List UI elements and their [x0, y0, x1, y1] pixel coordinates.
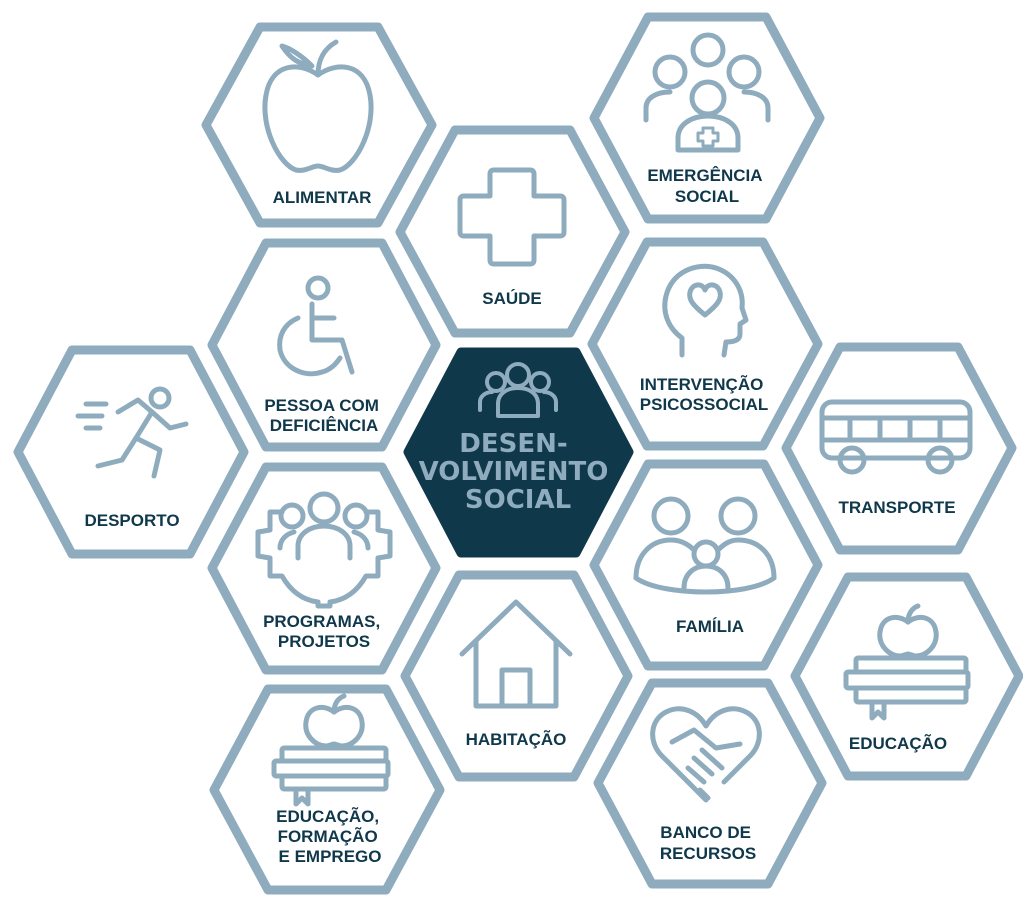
center-label-line: DESEN- — [459, 429, 567, 459]
hex-label-line: EDUCAÇÃO — [849, 733, 947, 753]
hex-transporte: TRANSPORTE — [781, 342, 1017, 555]
wheelchair-icon — [277, 275, 355, 377]
people-medical-icon — [643, 32, 771, 153]
hex-label-line: PROGRAMAS, — [263, 612, 380, 631]
group-icon — [478, 362, 558, 418]
hex-label-line: SAÚDE — [482, 289, 542, 308]
svg-text:BANCO DE RECURSOS: BANCO DE RECURSOS — [660, 823, 756, 863]
hex-label-line: SOCIAL — [675, 187, 739, 206]
hex-intervencao-psicossocial: INTERVENÇÃO PSICOSSOCIAL — [587, 237, 823, 451]
hex-pessoa-com-deficiencia: PESSOA COM DEFICIÊNCIA — [207, 238, 441, 452]
apple-icon — [262, 39, 374, 173]
center-label-line: SOCIAL — [465, 485, 571, 515]
hex-center-desenvolvimento-social: DESEN- VOLVIMENTO SOCIAL — [403, 347, 634, 558]
hex-outline — [587, 237, 823, 451]
hex-habitacao: HABITAÇÃO — [400, 570, 633, 782]
center-label-line: VOLVIMENTO — [419, 457, 609, 487]
hex-outline — [201, 22, 437, 228]
hex-label-line: DESPORTO — [84, 511, 179, 530]
hex-outline — [207, 238, 441, 452]
hex-alimentar: ALIMENTAR — [201, 22, 437, 228]
hex-label-line: RECURSOS — [660, 844, 756, 863]
hex-label-line: BANCO DE — [660, 823, 751, 842]
svg-text:ALIMENTAR: ALIMENTAR — [273, 188, 372, 207]
family-icon — [633, 496, 777, 595]
heart-handshake-icon — [650, 706, 762, 803]
books-apple-icon — [843, 603, 971, 721]
house-icon — [459, 599, 573, 709]
hex-outline — [781, 342, 1017, 555]
hex-label-line: TRANSPORTE — [838, 498, 955, 517]
svg-text:EDUCAÇÃO: EDUCAÇÃO — [849, 733, 947, 753]
hex-programas-projetos: PROGRAMAS, PROJETOS — [207, 462, 441, 675]
hex-outline — [400, 570, 633, 782]
hex-banco-de-recursos: BANCO DE RECURSOS — [593, 678, 827, 889]
svg-text:DESPORTO: DESPORTO — [84, 511, 179, 530]
hex-label-line: EMERGÊNCIA — [647, 166, 762, 185]
svg-text:EDUCAÇÃO, FORMAÇÃO: EDUCAÇÃO, FORMAÇÃO E EMPREGO — [276, 806, 384, 866]
hex-label-line: E EMPREGO — [279, 847, 382, 866]
runner-icon — [75, 386, 189, 479]
bus-icon — [819, 399, 973, 475]
svg-text:PROGRAMAS, PROJETOS: PROGRAMAS, PROJETOS — [263, 612, 385, 651]
hex-label-line: INTERVENÇÃO — [640, 374, 763, 394]
svg-text:TRANSPORTE: TRANSPORTE — [838, 498, 955, 517]
hex-emergencia-social: EMERGÊNCIA SOCIAL — [589, 12, 825, 224]
hex-educacao-formacao-emprego: EDUCAÇÃO, FORMAÇÃO E EMPREGO — [209, 684, 445, 895]
hex-outline — [395, 125, 630, 338]
hex-label-line: ALIMENTAR — [273, 188, 372, 207]
hex-outline — [790, 572, 1023, 781]
hex-desporto: DESPORTO — [13, 345, 249, 559]
hex-label-line: PROJETOS — [278, 632, 370, 651]
gear-people-icon — [255, 491, 393, 609]
hex-saude: SAÚDE — [395, 125, 630, 338]
svg-text:FAMÍLIA: FAMÍLIA — [676, 617, 744, 636]
hex-label-line: HABITAÇÃO — [466, 729, 567, 749]
svg-text:EMERGÊNCIA SOCIAL: EMERGÊNCIA SOCIAL — [647, 166, 766, 206]
svg-text:SAÚDE: SAÚDE — [482, 289, 542, 308]
hex-label-line: PSICOSSOCIAL — [640, 395, 768, 414]
svg-text:HABITAÇÃO: HABITAÇÃO — [466, 729, 567, 749]
hex-label-line: PESSOA COM — [264, 396, 379, 415]
hex-familia: FAMÍLIA — [589, 459, 823, 671]
hex-label-line: FAMÍLIA — [676, 617, 744, 636]
svg-text:DESEN- VOLVIMENTO: DESEN- VOLVIMENTO SOCIAL — [419, 429, 618, 515]
hex-outline — [13, 345, 249, 559]
hex-label-line: DEFICIÊNCIA — [270, 416, 379, 435]
books-apple-icon — [271, 693, 391, 807]
hex-label-line: EDUCAÇÃO, — [276, 806, 379, 826]
head-heart-icon — [662, 263, 749, 358]
svg-text:INTERVENÇÃO PSICOSSOCIAL: INTERVENÇÃO PSICOSSOCIAL — [640, 374, 768, 414]
hex-educacao: EDUCAÇÃO — [790, 572, 1023, 781]
hex-center-fill — [403, 347, 634, 558]
hex-label-line: FORMAÇÃO — [278, 826, 378, 846]
svg-text:PESSOA COM DEFICIÊNCIA: PESSOA COM DEFICIÊNCIA — [264, 396, 383, 435]
plus-cross-icon — [457, 167, 567, 267]
